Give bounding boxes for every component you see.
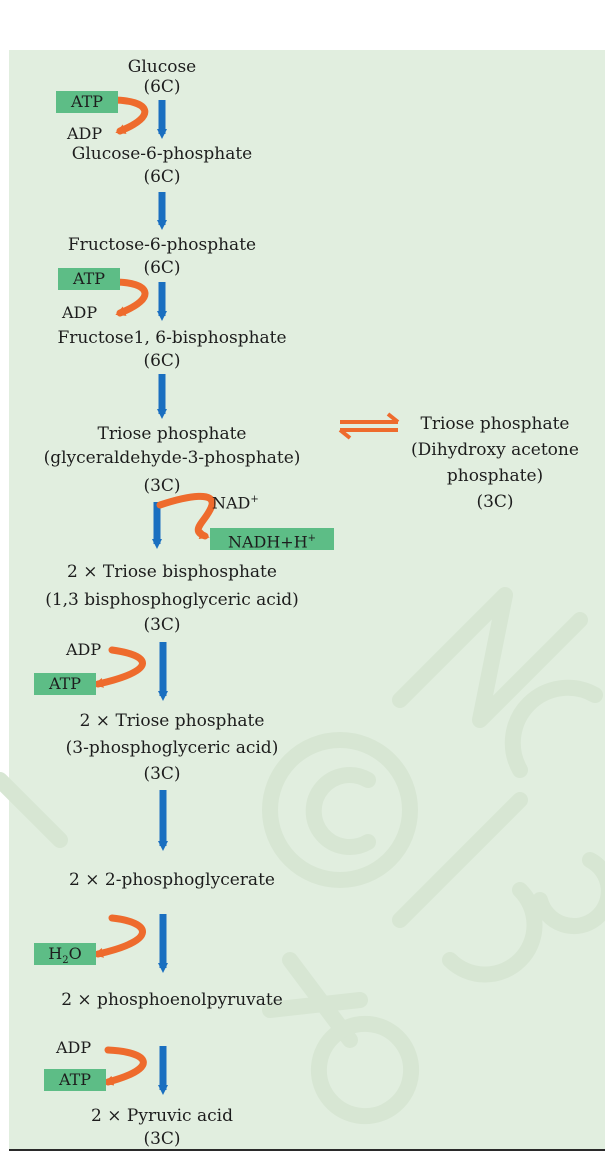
label-g6p-carbons: (6C) xyxy=(143,167,181,187)
isomer-carbons: (3C) xyxy=(476,492,514,512)
h2o-o: O xyxy=(68,944,82,963)
label-phosphoenolpyruvate: 2 × phosphoenolpyruvate xyxy=(61,990,283,1010)
label-fructose-bisphosphate: Fructose1, 6-bisphosphate xyxy=(57,328,287,348)
atp-box-3: ATP xyxy=(34,673,96,695)
label-bisphosphoglyceric-acid: (1,3 bisphosphoglyceric acid) xyxy=(45,590,299,610)
equilibrium-bottom-barb xyxy=(338,428,352,440)
side-arrow-atp2 xyxy=(110,278,149,317)
label-tp2-carbons: (3C) xyxy=(143,764,181,784)
label-2-phosphoglycerate: 2 × 2-phosphoglycerate xyxy=(69,870,275,890)
label-bis-carbons: (3C) xyxy=(143,615,181,635)
adp-label-1: ADP xyxy=(67,124,103,143)
equilibrium-arrows xyxy=(338,412,400,440)
adp-label-3: ADP xyxy=(66,640,102,659)
atp-label-3: ATP xyxy=(48,674,82,693)
label-glyceraldehyde-3-phosphate: (glyceraldehyde-3-phosphate) xyxy=(43,448,301,468)
panel-bottom-border xyxy=(9,1149,605,1151)
adp-label-4: ADP xyxy=(56,1038,92,1057)
label-triose-phosphate: Triose phosphate xyxy=(97,424,247,444)
atp-label-4: ATP xyxy=(58,1070,92,1089)
label-f6p-carbons: (6C) xyxy=(143,258,181,278)
label-3-phosphoglyceric-acid: (3-phosphoglyceric acid) xyxy=(65,738,279,758)
side-arrow-nad xyxy=(156,492,216,540)
h2o-h: H xyxy=(48,944,63,963)
nad-charge: + xyxy=(250,494,259,505)
label-triose-bisphosphate: 2 × Triose bisphosphate xyxy=(67,562,277,582)
atp-box-4: ATP xyxy=(44,1069,106,1091)
label-triose-carbons: (3C) xyxy=(143,476,181,496)
isomer-dihydroxy-acetone: (Dihydroxy acetone xyxy=(411,440,579,460)
atp-box-2: ATP xyxy=(58,268,120,290)
adp-label-2: ADP xyxy=(62,303,98,322)
nadh-box: NADH+H+ xyxy=(210,528,334,552)
atp-label-2: ATP xyxy=(72,269,106,288)
label-glucose-carbons: (6C) xyxy=(143,77,181,97)
label-fructose-6-phosphate: Fructose-6-phosphate xyxy=(67,235,257,255)
atp-label-1: ATP xyxy=(70,92,104,111)
isomer-triose-phosphate: Triose phosphate xyxy=(420,414,570,434)
side-arrow-atp4 xyxy=(103,1046,147,1086)
side-arrow-atp3 xyxy=(93,646,146,688)
label-pyruvate-carbons: (3C) xyxy=(143,1129,181,1149)
isomer-phosphate: phosphate) xyxy=(446,466,544,486)
equilibrium-top-barb xyxy=(386,412,400,424)
side-arrow-atp1 xyxy=(108,96,149,135)
label-pyruvic-acid: 2 × Pyruvic acid xyxy=(91,1106,233,1126)
nad-label: NAD+ xyxy=(212,490,259,513)
label-glucose-6-phosphate: Glucose-6-phosphate xyxy=(71,144,253,164)
h2o-subscript: 2 xyxy=(62,955,69,967)
atp-box-1: ATP xyxy=(56,91,118,113)
h2o-box: H2O xyxy=(34,943,96,967)
nad-text: NAD xyxy=(212,493,251,513)
label-glucose: Glucose xyxy=(127,57,197,77)
label-f16bp-carbons: (6C) xyxy=(143,351,181,371)
label-triose-phosphate-2: 2 × Triose phosphate xyxy=(79,711,265,731)
nadh-text: NADH+H xyxy=(227,532,308,552)
nadh-charge: + xyxy=(307,533,317,544)
side-arrow-h2o xyxy=(93,914,146,958)
